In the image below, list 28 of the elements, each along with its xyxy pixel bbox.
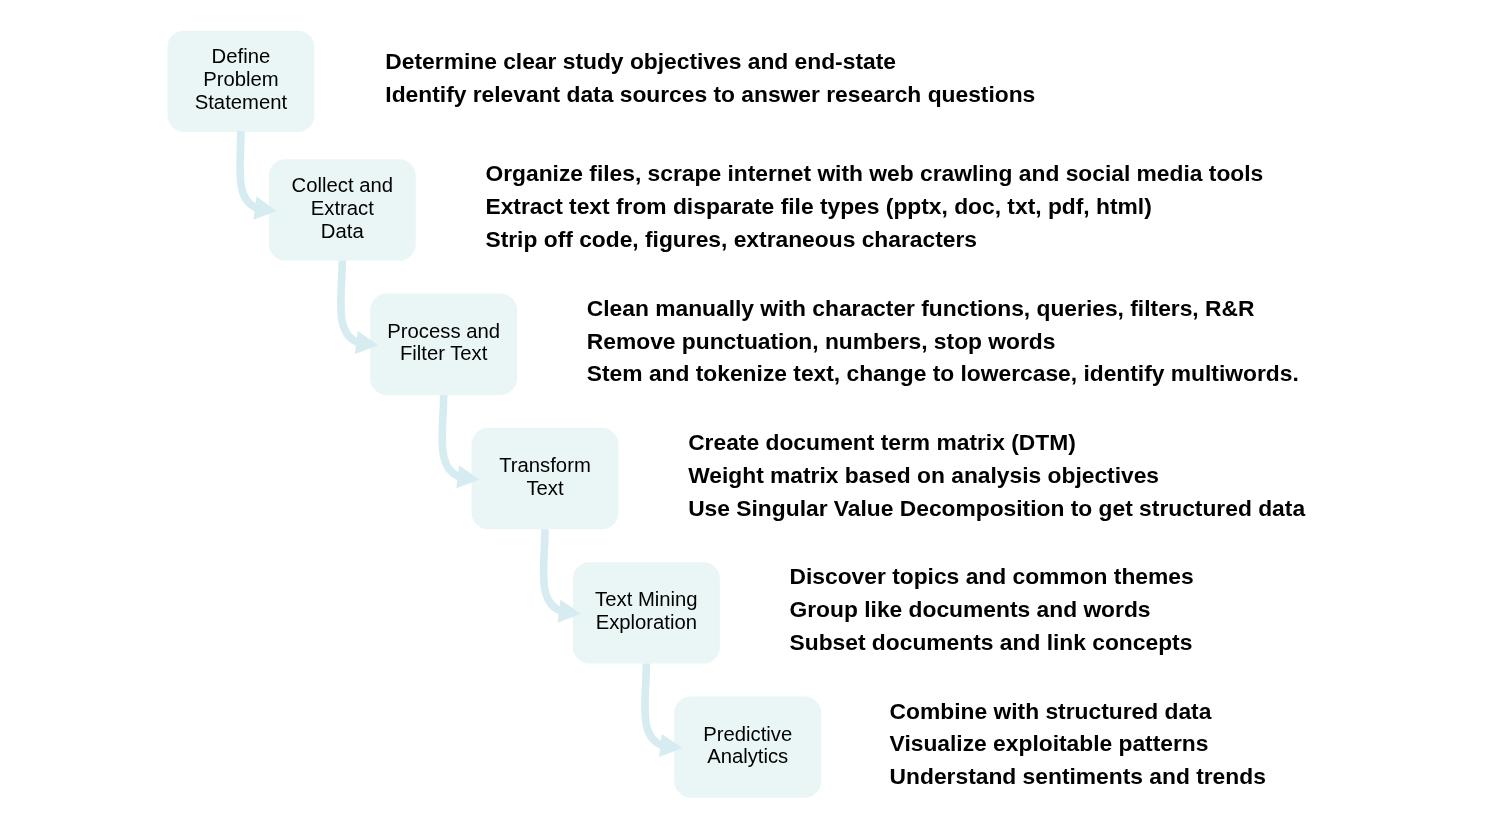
node-box: Predictive Analytics <box>674 696 822 798</box>
node-label: Strip off code, figures, extraneous characters <box>485 226 977 253</box>
node-box: Text Mining Exploration <box>572 562 720 664</box>
node-box: Transform Text <box>471 427 619 530</box>
node-label: Identify relevant data sources to answer research questions <box>385 81 1036 108</box>
node-label: Create document term matrix (DTM) <box>688 428 1076 455</box>
node-label: Determine clear study objectives and end-state <box>385 48 896 75</box>
node-label: Clean manually with character functions, queries, filters, R&R <box>586 294 1255 321</box>
node-label: Group like documents and words <box>789 596 1151 623</box>
node-label: Visualize exploitable patterns <box>889 730 1209 757</box>
arrow <box>336 260 379 355</box>
node-label: Understand sentiments and trends <box>889 763 1266 790</box>
node-label: Weight matrix based on analysis objectives <box>688 461 1160 488</box>
node-label: Organize files, scrape internet with web crawling and social media tools <box>485 160 1264 187</box>
node-label: Extract text from disparate file types (pptx, doc, txt, pdf, html) <box>485 193 1152 220</box>
arrow <box>641 663 683 757</box>
node-label: Stem and tokenize text, change to lowercase, identify multiwords. <box>586 360 1299 387</box>
arrow <box>438 394 480 489</box>
arrow <box>539 529 581 623</box>
node-box: Define Problem Statement <box>167 30 315 132</box>
node-label: Combine with structured data <box>889 697 1212 724</box>
arrow <box>236 131 277 220</box>
node-label: Remove punctuation, numbers, stop words <box>586 327 1056 354</box>
node-label: Use Singular Value Decomposition to get structured data <box>688 494 1306 521</box>
node-label: Discover topics and common themes <box>789 563 1194 590</box>
node-box: Process and Filter Text <box>370 293 518 395</box>
node-label: Subset documents and link concepts <box>789 629 1193 656</box>
node-box: Collect and Extract Data <box>268 159 416 261</box>
